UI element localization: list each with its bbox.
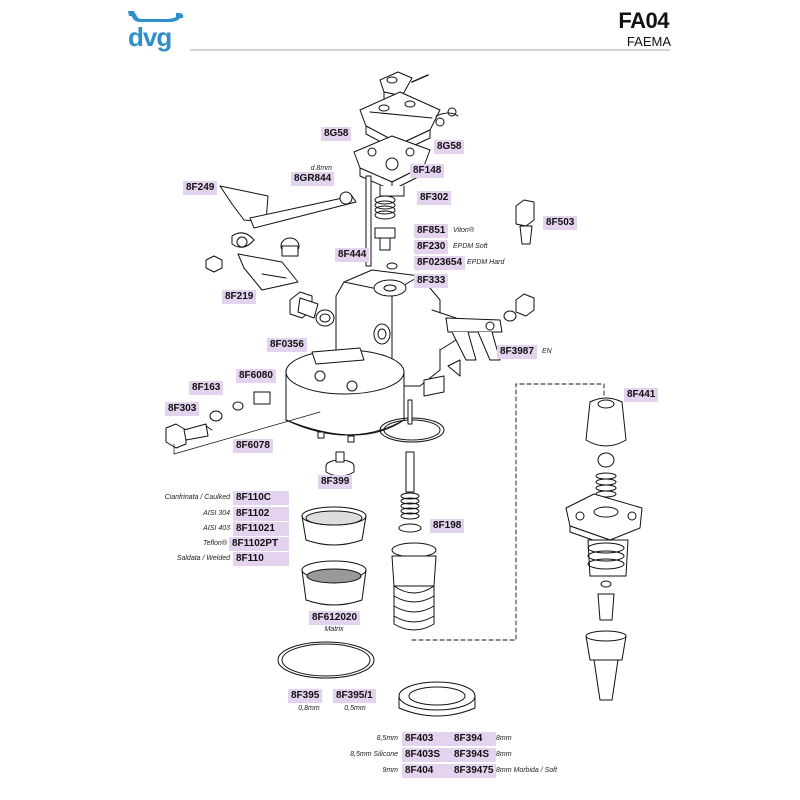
piston-body-part bbox=[391, 542, 437, 631]
part-label-8f503: 8F503 bbox=[543, 216, 578, 230]
piston-spring-part bbox=[398, 451, 422, 533]
shower-screw-part bbox=[325, 451, 355, 477]
pivot-block-part bbox=[359, 71, 459, 153]
side-bolt-part bbox=[289, 291, 335, 327]
plate-gasket-part bbox=[379, 399, 445, 443]
filter-note-welded: Saldata / Welded bbox=[176, 555, 230, 562]
lever-8f249-part bbox=[205, 185, 357, 291]
part-label-8f851: 8F851 bbox=[414, 224, 449, 238]
part-label-8f302: 8F302 bbox=[417, 191, 452, 205]
part-label-8g58-left: 8G58 bbox=[321, 127, 352, 141]
part-label-8gr844: 8GR844 bbox=[291, 172, 335, 186]
plate-note-8f395: 0,8mm bbox=[298, 705, 320, 712]
filter-label-8f110: 8F110 bbox=[233, 552, 289, 566]
filter-matrix-part bbox=[301, 560, 367, 606]
bracket-8f3987-part bbox=[445, 293, 535, 361]
part-label-8f303: 8F303 bbox=[165, 402, 200, 416]
filter-note-aisi304: AISI 304 bbox=[203, 510, 230, 517]
plate-note-8f395-1: 0,5mm bbox=[344, 705, 366, 712]
part-note-8f612020: Matrix bbox=[324, 626, 344, 633]
part-label-8g58-right: 8G58 bbox=[434, 140, 465, 154]
gasket-label-8f39475: 8F39475 bbox=[451, 764, 496, 778]
logo-wordmark: dvg bbox=[128, 22, 172, 52]
part-label-8f6078: 8F6078 bbox=[233, 439, 273, 453]
gasket-note-right-2: 8mm Morbida / Soft bbox=[496, 767, 558, 774]
gasket-label-8f403: 8F403 bbox=[402, 732, 452, 746]
part-label-8f230: 8F230 bbox=[414, 240, 449, 254]
part-label-8f163: 8F163 bbox=[189, 381, 224, 395]
part-label-8f148: 8F148 bbox=[410, 164, 445, 178]
part-label-8f219: 8F219 bbox=[222, 290, 257, 304]
part-label-8f444: 8F444 bbox=[335, 248, 370, 262]
part-label-8f441: 8F441 bbox=[624, 388, 659, 402]
filter-label-8f1102pt: 8F1102PT bbox=[229, 537, 289, 551]
filter-label-8f11021: 8F11021 bbox=[233, 522, 289, 536]
filter-label-8f1102: 8F1102 bbox=[233, 507, 289, 521]
gasket-plate-part bbox=[277, 641, 375, 679]
filter-note-caulked: Cianfrinata / Caulked bbox=[164, 494, 230, 501]
filter-label-8f110c: 8F110C bbox=[233, 491, 289, 505]
part-label-8f333: 8F333 bbox=[414, 274, 449, 288]
gasket-note-left-0: 8,5mm bbox=[376, 735, 398, 742]
part-note-8f230: EPDM Soft bbox=[453, 243, 488, 250]
plate-label-8f395-1: 8F395/1 bbox=[333, 689, 376, 703]
part-label-8f023654: 8F023654 bbox=[414, 256, 466, 270]
plate-label-8f395: 8F395 bbox=[288, 689, 323, 703]
gasket-note-left-2: 9mm bbox=[382, 767, 398, 774]
filter-basket-part bbox=[301, 506, 367, 546]
part-label-8f612020: 8F612020 bbox=[309, 611, 361, 625]
part-note-8f3987: EN bbox=[542, 348, 552, 355]
gasket-label-8f404: 8F404 bbox=[402, 764, 452, 778]
gasket-label-8f403s: 8F403S bbox=[402, 748, 452, 762]
model-title: FA04 bbox=[618, 8, 669, 33]
dashed-connector bbox=[411, 383, 605, 641]
gasket-label-8f394s: 8F394S bbox=[451, 748, 496, 762]
logo-cup-icon bbox=[128, 11, 184, 22]
filter-note-teflon: Teflon® bbox=[203, 540, 227, 547]
part-label-8f3987: 8F3987 bbox=[497, 345, 537, 359]
valve-cap-8f441-part bbox=[565, 397, 643, 701]
gasket-note-right-1: 8mm bbox=[496, 751, 512, 758]
brand-name: FAEMA bbox=[626, 34, 671, 49]
group-gasket-part bbox=[398, 681, 476, 717]
gasket-label-8f394: 8F394 bbox=[451, 732, 496, 746]
part-label-8f0356: 8F0356 bbox=[267, 338, 307, 352]
valve-stem-part bbox=[365, 175, 398, 270]
part-note-8f023654: EPDM Hard bbox=[467, 259, 505, 266]
gasket-note-left-1: 8,5mm Silicone bbox=[350, 751, 398, 758]
part-label-8f249: 8F249 bbox=[183, 181, 218, 195]
filter-note-aisi403: AISI 403 bbox=[203, 525, 230, 532]
nut-8f503-part bbox=[515, 199, 535, 245]
valve-small-parts bbox=[165, 391, 321, 455]
part-label-8f399: 8F399 bbox=[318, 475, 353, 489]
part-note-8gr844: d.8mm bbox=[310, 165, 332, 172]
part-label-8f6080: 8F6080 bbox=[236, 369, 276, 383]
part-note-8f851: Viton® bbox=[453, 227, 474, 234]
gasket-note-right-0: 8mm bbox=[496, 735, 512, 742]
part-label-8f198: 8F198 bbox=[430, 519, 465, 533]
shower-plate-part bbox=[285, 347, 405, 443]
